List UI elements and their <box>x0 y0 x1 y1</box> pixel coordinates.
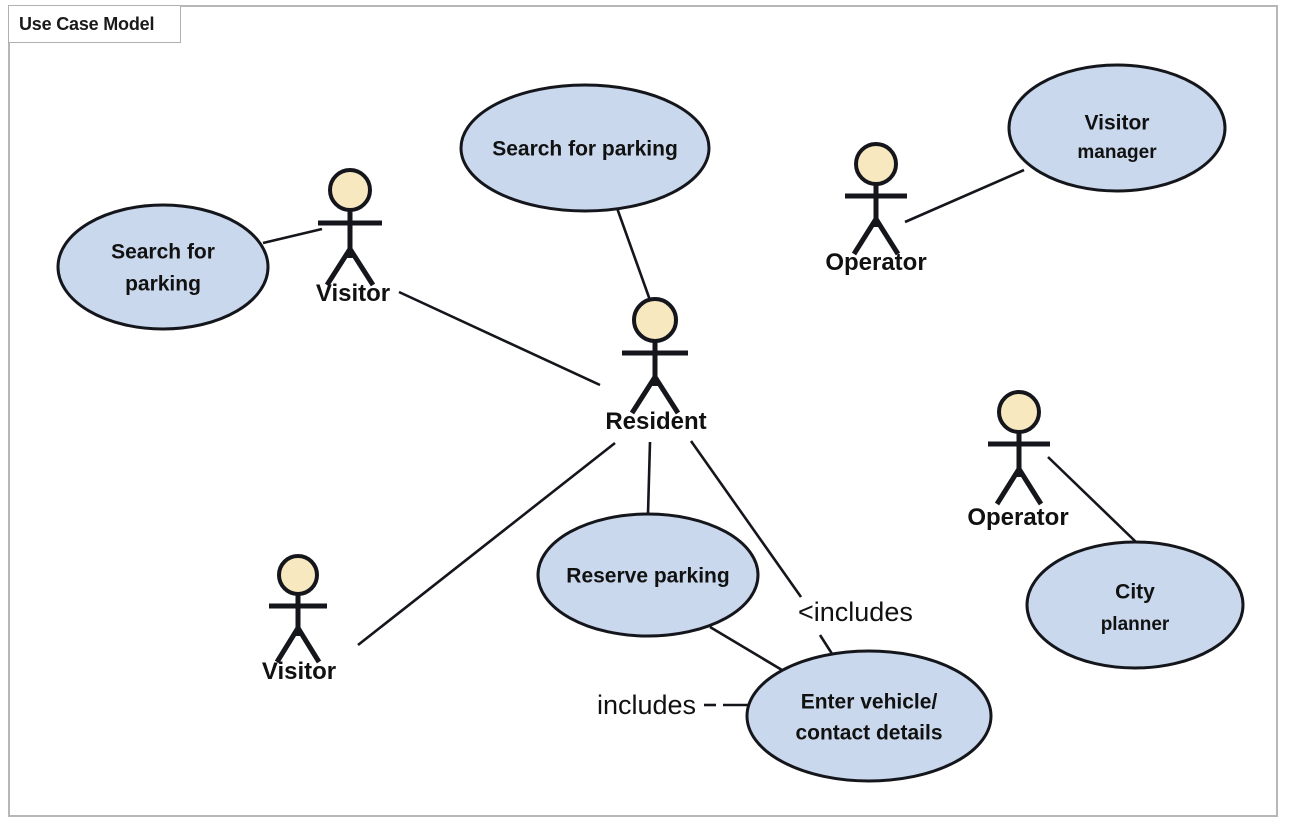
includes-label-left: includes <box>597 690 696 720</box>
use-case-label-line-1: Visitor <box>1085 112 1150 135</box>
actor-head-icon <box>277 554 319 596</box>
use-case-search-for-parking-top[interactable]: Search for parking <box>459 83 711 213</box>
actor-leg-left <box>851 217 879 256</box>
use-case-enter-vehicle-contact-details[interactable]: Enter vehicle/ contact details <box>745 649 993 783</box>
actor-head-icon <box>632 297 678 343</box>
actor-leg-left <box>274 626 301 664</box>
use-case-city-planner[interactable]: City planner <box>1025 540 1245 670</box>
use-case-ellipse[interactable] <box>56 203 270 331</box>
actor-leg-right <box>347 247 376 287</box>
use-case-search-for-parking-left[interactable]: Search for parking <box>56 203 270 331</box>
use-case-ellipse[interactable] <box>1025 540 1245 670</box>
assoc-resident-to-enter-details-upper <box>689 440 803 598</box>
use-case-ellipse[interactable] <box>745 649 993 783</box>
use-case-label-line-2: planner <box>1101 614 1170 635</box>
use-case-label-line-1: Search for parking <box>492 138 678 161</box>
assoc-visitor-top-to-resident <box>398 290 601 387</box>
use-case-reserve-parking[interactable]: Reserve parking <box>536 512 760 638</box>
use-case-label-line-2: contact details <box>795 722 942 745</box>
use-case-ellipse[interactable] <box>459 83 711 213</box>
page-title: Use Case Model <box>19 13 155 34</box>
actor-leg-left <box>629 375 658 415</box>
use-case-ellipse[interactable] <box>536 512 760 638</box>
use-case-visitor-manager[interactable]: Visitor manager <box>1007 63 1227 193</box>
actor-operator-top[interactable]: Operator <box>825 142 927 276</box>
use-case-ellipse[interactable] <box>1007 63 1227 193</box>
actor-leg-right <box>652 375 681 415</box>
includes-label-right: <includes <box>798 597 913 627</box>
use-case-label-line-1: Reserve parking <box>566 565 729 588</box>
actor-label: Operator <box>825 249 926 276</box>
connector-layer <box>262 168 1137 707</box>
actor-head-icon <box>328 168 372 212</box>
relationship-label-layer: <includes includes <box>597 597 913 720</box>
diagram-title-box: Use Case Model <box>8 5 181 43</box>
actor-head-icon <box>997 390 1041 434</box>
assoc-visitor-top-to-search-parking <box>262 227 323 245</box>
assoc-reserve-parking-to-enter-details <box>709 625 788 675</box>
actor-label: Operator <box>967 504 1068 531</box>
use-case-label-line-2: manager <box>1077 142 1157 163</box>
use-case-layer: Search for parking Search for parking Vi… <box>56 63 1245 783</box>
assoc-operator-right-to-city-planner <box>1047 456 1137 543</box>
actor-operator-right[interactable]: Operator <box>967 390 1069 531</box>
use-case-label-line-1: City <box>1115 581 1155 604</box>
use-case-label-line-2: parking <box>125 273 201 296</box>
actor-visitor-top[interactable]: Visitor <box>316 168 390 307</box>
actor-leg-right <box>873 217 901 256</box>
actor-resident[interactable]: Resident <box>605 297 707 435</box>
actor-leg-right <box>1016 467 1044 506</box>
assoc-resident-to-visitor-bottom <box>357 441 616 647</box>
actor-leg-right <box>295 626 322 664</box>
actor-leg-left <box>324 247 353 287</box>
actor-head-icon <box>854 142 898 186</box>
actor-label: Visitor <box>316 280 390 307</box>
actor-layer: Visitor Operator Resident <box>262 142 1069 685</box>
use-case-label-line-1: Search for <box>111 241 215 264</box>
use-case-label-line-1: Enter vehicle/ <box>801 691 938 714</box>
actor-label: Resident <box>605 408 706 435</box>
assoc-search-parking-top-to-resident <box>615 207 653 304</box>
actor-label: Visitor <box>262 658 336 685</box>
actor-leg-left <box>994 467 1022 506</box>
actor-visitor-bottom[interactable]: Visitor <box>262 554 336 685</box>
assoc-resident-to-reserve-parking <box>646 441 652 515</box>
assoc-operator-top-to-visitor-manager <box>904 168 1025 224</box>
